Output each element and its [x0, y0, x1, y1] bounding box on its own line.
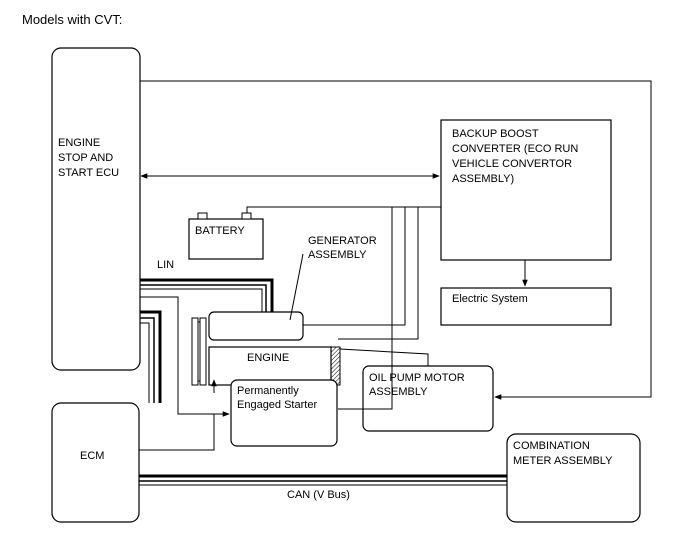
- backup-boost-converter-box: BACKUP BOOST CONVERTER (ECO RUN VEHICLE …: [440, 119, 612, 261]
- ecu-oilpump-link: [140, 80, 652, 400]
- ecm-label: ECM: [80, 450, 104, 462]
- meter-label-line1: COMBINATION: [513, 440, 590, 452]
- electric-system-label: Electric System: [452, 293, 528, 305]
- svg-text:BACKUP BOOST CONVERTER (: BACKUP BOOST CONVERTER (ECO RUN VEHICLE …: [452, 128, 581, 185]
- backup-label-line4: ASSEMBLY): [452, 173, 514, 185]
- battery-label: BATTERY: [195, 225, 245, 237]
- battery-box: BATTERY: [188, 212, 264, 260]
- engine-label: ENGINE: [247, 352, 289, 364]
- engine-oilpump-link: [339, 348, 429, 366]
- ecm-box: ECM: [51, 402, 140, 523]
- can-label: CAN (V Bus): [287, 489, 350, 501]
- starter-label-line2: Engaged Starter: [237, 399, 317, 411]
- battery-feed: [246, 206, 441, 213]
- starter-label-line1: Permanently: [237, 385, 299, 397]
- generator-label: GENERATOR ASSEMBLY: [308, 235, 380, 261]
- belt-pulley-icon: [191, 317, 207, 386]
- oil-pump-motor-box: OIL PUMP MOTOR ASSEMBLY: [362, 365, 494, 432]
- ecu-starter-link: [140, 296, 230, 417]
- engine-stop-start-ecu-box: ENGINE STOP AND START ECU: [51, 47, 141, 371]
- meter-label-line2: METER ASSEMBLY: [513, 455, 613, 467]
- supply-to-engine: [338, 207, 419, 340]
- electric-system-box: Electric System: [440, 287, 612, 326]
- svg-text:Permanently Engaged Star: Permanently Engaged Starter: [237, 385, 317, 411]
- can-bus: [139, 474, 507, 486]
- generator-assembly-box: [208, 311, 304, 341]
- oilpump-label-line1: OIL PUMP MOTOR: [369, 372, 465, 384]
- svg-text:OIL PUMP MOTOR ASSEMBLY: OIL PUMP MOTOR ASSEMBLY: [369, 372, 468, 398]
- supply-to-generator: [303, 207, 406, 326]
- diagram-caption: Models with CVT:: [22, 12, 122, 27]
- generator-leader: [289, 253, 304, 321]
- ecu-label-line3: START ECU: [58, 167, 119, 179]
- combination-meter-box: COMBINATION METER ASSEMBLY: [506, 433, 641, 523]
- backup-label-line2: CONVERTER (ECO RUN: [452, 143, 578, 155]
- oilpump-label-line2: ASSEMBLY: [369, 386, 428, 398]
- ecu-label-line2: STOP AND: [58, 152, 113, 164]
- engine-box: ENGINE: [208, 346, 341, 386]
- starter-box: Permanently Engaged Starter: [230, 379, 338, 447]
- ecm-starter-link: [139, 414, 215, 451]
- backup-label-line3: VEHICLE CONVERTOR: [452, 158, 572, 170]
- wiring: [139, 80, 652, 451]
- svg-text:ENGINE STOP AND ST: ENGINE STOP AND START ECU: [58, 137, 119, 179]
- lin-bus: [140, 278, 274, 312]
- lin-label: LIN: [157, 259, 174, 271]
- ecu-ecm-link: [140, 310, 162, 403]
- backup-label-line1: BACKUP BOOST: [452, 128, 539, 140]
- ecu-label-line1: ENGINE: [58, 137, 100, 149]
- svg-text:COMBINATION METER ASSEMB: COMBINATION METER ASSEMBLY: [513, 440, 613, 467]
- supply-to-starter: [338, 207, 393, 410]
